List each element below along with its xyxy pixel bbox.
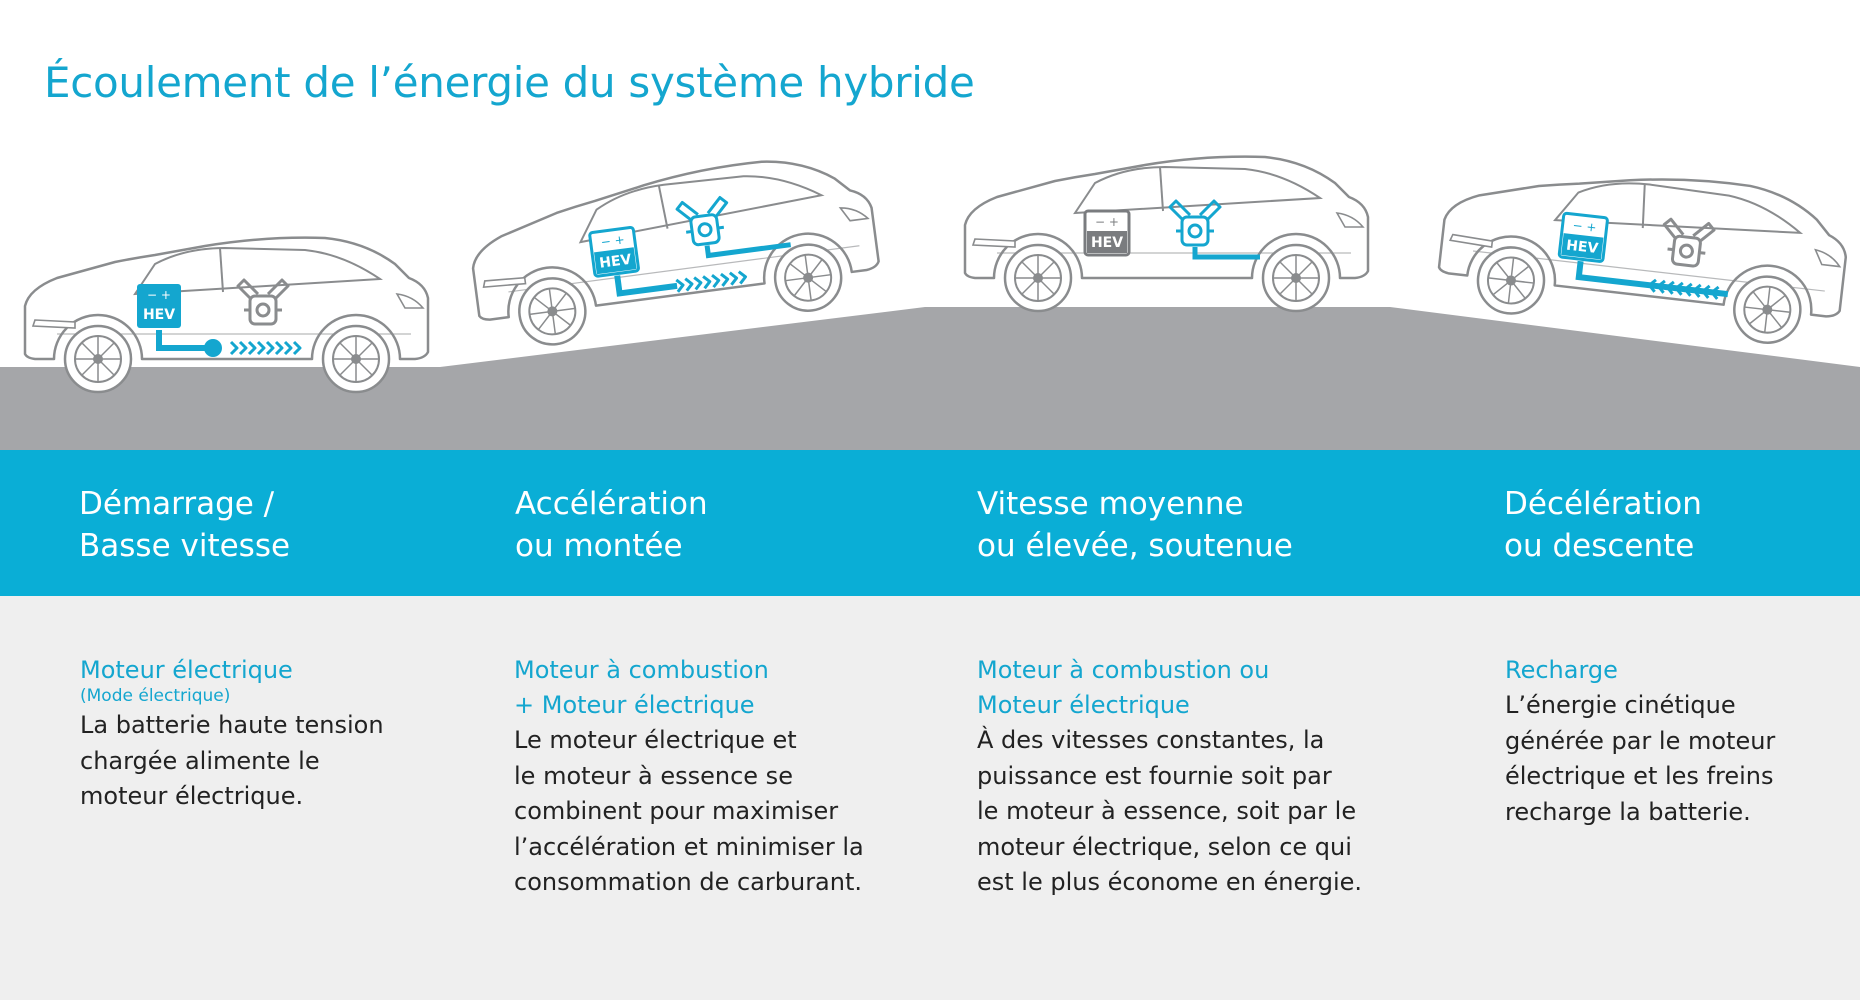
stage-details-cruise: Moteur à combustion ou Moteur électrique…: [977, 653, 1407, 901]
description-line: recharge la batterie.: [1505, 797, 1751, 826]
description-line: À des vitesses constantes, la: [977, 726, 1325, 754]
description-line: Le moteur électrique et: [514, 726, 797, 754]
energy-flow-line: [156, 330, 213, 351]
stage-mode: Recharge: [1505, 653, 1860, 688]
battery-label: HEV: [143, 307, 175, 323]
battery-icon: − + HEV: [137, 284, 181, 328]
mode-line: Moteur à combustion ou: [977, 656, 1270, 684]
stage-heading-acceleration: Accélération ou montée: [515, 483, 955, 567]
battery-label: HEV: [1091, 235, 1123, 251]
stage-mode: Moteur à combustion + Moteur électrique: [514, 653, 944, 723]
battery-terminals: − +: [600, 232, 626, 249]
stage-mode-note: (Mode électrique): [80, 686, 231, 706]
heading-line: Vitesse moyenne: [977, 486, 1244, 522]
energy-flow-line: [614, 275, 678, 297]
stage-details-acceleration: Moteur à combustion + Moteur électrique …: [514, 653, 944, 901]
stage-description: À des vitesses constantes, la puissance …: [977, 723, 1407, 901]
description-line: est le plus économe en énergie.: [977, 868, 1363, 896]
battery-icon: − + HEV: [1083, 209, 1131, 257]
description-line: combinent pour maximiser: [514, 797, 839, 825]
mode-line: Moteur électrique: [80, 656, 293, 684]
stage-description-panel: [0, 596, 1860, 1000]
stage-heading-cruise: Vitesse moyenne ou élevée, soutenue: [977, 483, 1417, 567]
car-stage-deceleration: − + HEV: [1433, 150, 1854, 352]
stage-mode: Moteur à combustion ou Moteur électrique: [977, 653, 1407, 723]
battery-icon: − + HEV: [588, 225, 640, 278]
description-line: l’accélération et minimiser la: [514, 832, 864, 861]
heading-line: Décélération: [1504, 486, 1702, 522]
description-line: moteur électrique.: [80, 782, 304, 810]
description-line: moteur électrique, selon ce qui: [977, 832, 1352, 861]
heading-line: Accélération: [515, 486, 708, 522]
mode-line: Moteur à combustion: [514, 656, 769, 684]
description-line: La batterie haute tension: [80, 711, 384, 739]
engine-flow-line: [704, 242, 792, 259]
mode-line: Recharge: [1505, 656, 1618, 684]
stage-details-deceleration: Recharge L’énergie cinétique générée par…: [1505, 653, 1860, 830]
stage-details-start: Moteur électrique (Mode électrique) La b…: [80, 653, 510, 815]
description-line: puissance est fournie soit par: [977, 761, 1332, 790]
car-stage-cruise: − + HEV: [963, 155, 1370, 313]
battery-icon: − + HEV: [1557, 211, 1609, 263]
heading-line: Démarrage /: [79, 486, 275, 522]
stage-description: L’énergie cinétique générée par le moteu…: [1505, 688, 1860, 830]
description-line: consommation de carburant.: [514, 868, 863, 896]
heading-line: Basse vitesse: [79, 528, 291, 564]
mode-line: Moteur électrique: [977, 691, 1190, 719]
description-line: le moteur à essence se: [514, 761, 793, 790]
battery-terminals: − +: [1095, 215, 1119, 229]
battery-terminals: − +: [1572, 218, 1597, 235]
energy-flow-node: [204, 339, 222, 357]
stage-heading-band: [0, 450, 1860, 596]
mode-line: + Moteur électrique: [514, 691, 755, 719]
description-line: le moteur à essence, soit par le: [977, 797, 1357, 825]
page-title: Écoulement de l’énergie du système hybri…: [44, 58, 975, 107]
hybrid-energy-scene: − + HEV − + HEV − + HEV: [0, 146, 1860, 450]
stage-heading-start: Démarrage / Basse vitesse: [79, 483, 519, 567]
engine-flow-line: [1192, 247, 1260, 260]
stage-mode: Moteur électrique: [80, 653, 510, 688]
battery-label: HEV: [1565, 238, 1599, 258]
description-line: L’énergie cinétique: [1505, 691, 1736, 719]
car-stage-start: − + HEV: [23, 236, 430, 394]
description-line: chargée alimente le: [80, 746, 320, 775]
stage-description: Le moteur électrique et le moteur à esse…: [514, 723, 944, 901]
car-stage-acceleration: − + HEV: [462, 146, 886, 355]
heading-line: ou montée: [515, 528, 683, 564]
stage-description: La batterie haute tension chargée alimen…: [80, 708, 510, 815]
road-ground: [0, 307, 1860, 450]
description-line: électrique et les freins: [1505, 762, 1774, 790]
stage-heading-deceleration: Décélération ou descente: [1504, 483, 1860, 567]
battery-terminals: − +: [147, 288, 171, 302]
heading-line: ou élevée, soutenue: [977, 528, 1293, 564]
battery-label: HEV: [598, 252, 632, 272]
description-line: générée par le moteur: [1505, 726, 1776, 755]
heading-line: ou descente: [1504, 528, 1695, 564]
